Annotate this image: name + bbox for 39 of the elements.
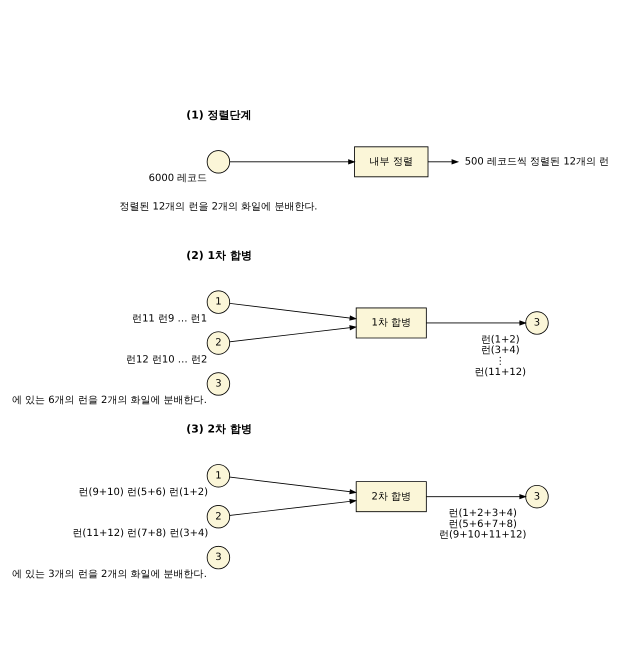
- node-circle: 3: [206, 372, 230, 396]
- node-circle: 3: [206, 545, 230, 569]
- node-label: ⋮: [495, 355, 506, 366]
- label: (3) 2차 합병: [186, 422, 252, 436]
- node-label: 런(3+4): [480, 344, 520, 356]
- node-text: 500 레코드씩 정렬된 12개의 런: [464, 156, 610, 167]
- label: (1) 정렬단계: [186, 108, 252, 122]
- node-circle: 3: [525, 310, 549, 334]
- node-label: 런(11+12) 런(7+8) 런(3+4): [72, 527, 208, 538]
- arrow: [229, 302, 358, 320]
- node-label: 런11 런9 … 런1: [132, 312, 208, 324]
- node-label: 런(9+10+11+12): [438, 529, 526, 540]
- node-circle: 3: [525, 484, 549, 508]
- arrow: [229, 324, 358, 342]
- label: (2) 1차 합병: [186, 248, 252, 262]
- node-circle: 2: [206, 330, 230, 354]
- node-box: 내부 정렬: [354, 146, 428, 177]
- arrow: [428, 158, 460, 164]
- arrow: [229, 158, 356, 164]
- arrow: [426, 494, 527, 499]
- node-box: 1차 합병: [356, 307, 427, 338]
- node-label: 런(11+12): [474, 366, 526, 378]
- node-circle: [206, 150, 230, 173]
- node-label: 에 있는 6개의 런을 2개의 화일에 분배한다.: [12, 394, 207, 406]
- node-label: 런12 런10 … 런2: [126, 354, 208, 365]
- label: 정렬된 12개의 런을 2개의 화일에 분배한다.: [119, 201, 318, 212]
- arrow: [229, 498, 358, 516]
- node-box: 2차 합병: [356, 480, 427, 512]
- node-circle: 1: [206, 464, 230, 487]
- node-label: 런(5+6+7+8): [448, 518, 517, 530]
- node-circle: 1: [206, 290, 230, 314]
- arrow: [426, 320, 527, 326]
- node-label: 에 있는 3개의 런을 2개의 화일에 분배한다.: [12, 568, 207, 580]
- node-label: 런(1+2): [480, 334, 520, 345]
- node-label: 런(9+10) 런(5+6) 런(1+2): [78, 486, 208, 498]
- node-circle: 2: [206, 504, 230, 528]
- node-label: 6000 레코드: [148, 172, 208, 184]
- arrow: [229, 476, 358, 494]
- node-label: 런(1+2+3+4): [448, 507, 517, 518]
